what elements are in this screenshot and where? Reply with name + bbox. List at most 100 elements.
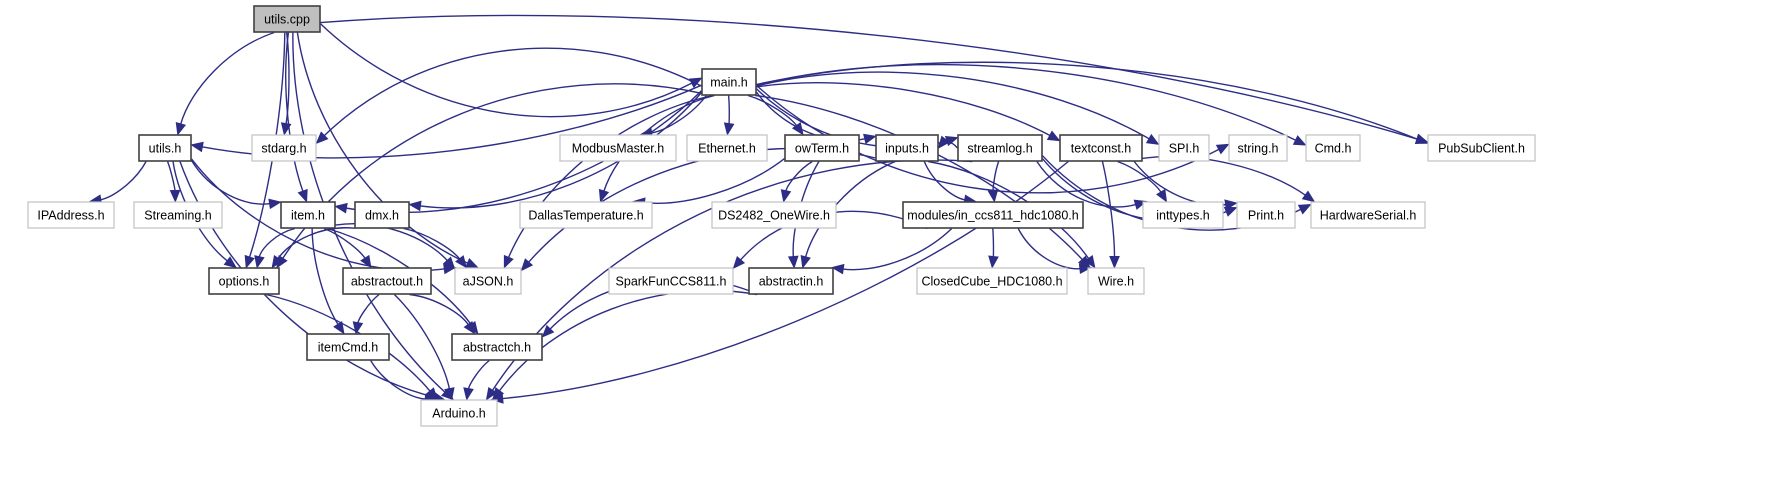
node-ipaddress-h[interactable]: IPAddress.h <box>27 201 115 229</box>
node-label: streamlog.h <box>967 141 1032 155</box>
edge-dmx_h-to-ajson_h <box>403 227 461 261</box>
edge-arrowhead <box>1297 203 1312 215</box>
node-ethernet-h[interactable]: Ethernet.h <box>686 134 768 162</box>
node-itemcmd-h[interactable]: itemCmd.h <box>306 333 390 361</box>
edge-arrowhead <box>598 188 610 203</box>
node-box[interactable] <box>686 134 768 162</box>
node-label: PubSubClient.h <box>1438 141 1525 155</box>
edge-arrowhead <box>503 254 514 269</box>
node-cmd-h[interactable]: Cmd.h <box>1305 134 1361 162</box>
node-box[interactable] <box>454 267 522 295</box>
node-pubsub-h[interactable]: PubSubClient.h <box>1427 134 1536 162</box>
edge-main_h-to-spi_h <box>756 71 1151 140</box>
node-box[interactable] <box>957 134 1043 162</box>
edge-main_h-to-modbus_h <box>650 95 707 134</box>
node-abstractout-h[interactable]: abstractout.h <box>342 267 432 295</box>
node-box[interactable] <box>875 134 939 162</box>
node-label: abstractch.h <box>463 340 531 354</box>
node-main-h[interactable]: main.h <box>701 68 757 96</box>
node-box[interactable] <box>559 134 677 162</box>
node-owterm-h[interactable]: owTerm.h <box>784 134 860 162</box>
node-modbus-h[interactable]: ModbusMaster.h <box>559 134 677 162</box>
edge-streamlog_h-to-inttypes_h <box>1036 161 1137 208</box>
node-streamlog-h[interactable]: streamlog.h <box>957 134 1043 162</box>
edge-main_h-to-cmd_h <box>756 63 1297 142</box>
node-box[interactable] <box>253 5 321 33</box>
node-box[interactable] <box>27 201 115 229</box>
edge-arrowhead <box>780 189 792 203</box>
edge-utils_cpp-to-pubsub_h <box>320 14 1419 140</box>
node-abstractch-h[interactable]: abstractch.h <box>451 333 543 361</box>
node-box[interactable] <box>1236 201 1296 229</box>
node-box[interactable] <box>342 267 432 295</box>
node-box[interactable] <box>784 134 860 162</box>
edge-inputs_h-to-ccs811mod_h <box>923 161 966 201</box>
edge-arrowhead <box>492 387 505 401</box>
edge-abstractout_h-to-arduino_h <box>393 293 451 390</box>
node-box[interactable] <box>748 267 834 295</box>
node-box[interactable] <box>354 201 410 229</box>
node-inputs-h[interactable]: inputs.h <box>875 134 939 162</box>
node-box[interactable] <box>1087 267 1145 295</box>
node-item-h[interactable]: item.h <box>280 201 336 229</box>
edge-owterm_h-to-ds2482_h <box>785 160 813 192</box>
node-utils-h[interactable]: utils.h <box>138 134 192 162</box>
node-ccs811mod-h[interactable]: modules/in_ccs811_hdc1080.h <box>902 201 1084 229</box>
node-box[interactable] <box>1228 134 1288 162</box>
node-abstractin-h[interactable]: abstractin.h <box>748 267 834 295</box>
node-string-h[interactable]: string.h <box>1228 134 1288 162</box>
node-label: inputs.h <box>885 141 929 155</box>
node-sparkfun-h[interactable]: SparkFunCCS811.h <box>608 267 734 295</box>
edge-arrowhead <box>1414 133 1429 144</box>
node-textconst-h[interactable]: textconst.h <box>1059 134 1143 162</box>
node-box[interactable] <box>916 267 1068 295</box>
edge-arrowhead <box>175 121 187 136</box>
node-box[interactable] <box>138 134 192 162</box>
node-box[interactable] <box>711 201 837 229</box>
node-ajson-h[interactable]: aJSON.h <box>454 267 522 295</box>
node-box[interactable] <box>1059 134 1143 162</box>
edge-arrowhead <box>254 255 265 269</box>
node-stdarg-h[interactable]: stdarg.h <box>251 134 317 162</box>
node-box[interactable] <box>208 267 280 295</box>
node-box[interactable] <box>701 68 757 96</box>
node-box[interactable] <box>1427 134 1536 162</box>
node-box[interactable] <box>608 267 734 295</box>
node-options-h[interactable]: options.h <box>208 267 280 295</box>
node-box[interactable] <box>251 134 317 162</box>
node-print-h[interactable]: Print.h <box>1236 201 1296 229</box>
edge-arrowhead <box>169 189 181 203</box>
node-wire-h[interactable]: Wire.h <box>1087 267 1145 295</box>
node-box[interactable] <box>420 399 498 427</box>
node-layer: utils.cpp main.h utils.h stdarg.h ModbusMast… <box>27 5 1536 427</box>
node-label: ClosedCube_HDC1080.h <box>921 274 1062 288</box>
node-closedcube-h[interactable]: ClosedCube_HDC1080.h <box>916 267 1068 295</box>
node-utils-cpp[interactable]: utils.cpp <box>253 5 321 33</box>
edge-item_h-to-abstractout_h <box>323 227 367 260</box>
node-box[interactable] <box>902 201 1084 229</box>
node-box[interactable] <box>280 201 336 229</box>
node-spi-h[interactable]: SPI.h <box>1158 134 1210 162</box>
node-dallas-h[interactable]: DallasTemperature.h <box>519 201 653 229</box>
edge-arrowhead <box>455 255 468 269</box>
node-box[interactable] <box>451 333 543 361</box>
edge-utils_cpp-to-ajson_h <box>296 32 469 265</box>
node-box[interactable] <box>1305 134 1361 162</box>
node-arduino-h[interactable]: Arduino.h <box>420 399 498 427</box>
node-box[interactable] <box>306 333 390 361</box>
edge-item_h-to-ajson_h <box>335 223 449 262</box>
node-box[interactable] <box>1142 201 1224 229</box>
node-ds2482-h[interactable]: DS2482_OneWire.h <box>711 201 837 229</box>
node-box[interactable] <box>519 201 653 229</box>
edge-owterm_h-to-dallas_h <box>643 158 785 204</box>
node-streaming-h[interactable]: Streaming.h <box>133 201 223 229</box>
edge-utils_cpp-to-main_h <box>320 23 693 118</box>
node-hwserial-h[interactable]: HardwareSerial.h <box>1310 201 1426 229</box>
node-inttypes-h[interactable]: inttypes.h <box>1142 201 1224 229</box>
node-box[interactable] <box>1158 134 1210 162</box>
node-box[interactable] <box>1310 201 1426 229</box>
node-dmx-h[interactable]: dmx.h <box>354 201 410 229</box>
edge-arrowhead <box>937 135 950 150</box>
node-box[interactable] <box>133 201 223 229</box>
edge-arrowhead <box>425 387 438 401</box>
